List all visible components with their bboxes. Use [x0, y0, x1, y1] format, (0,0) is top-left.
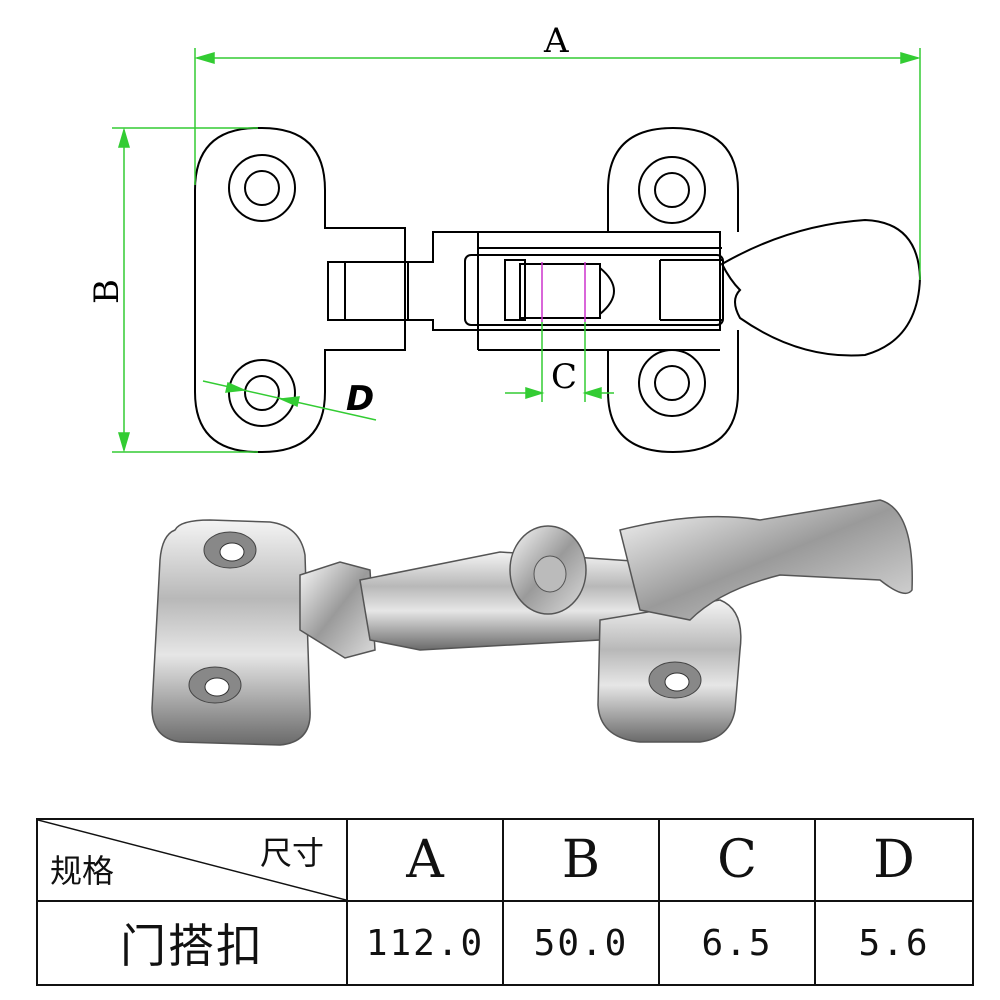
keeper-curve — [599, 267, 615, 315]
dimension-lines — [112, 48, 921, 453]
left-bottom-hole-outer — [228, 359, 296, 427]
left-bottom-hole-inner — [244, 375, 280, 411]
right-plate — [607, 126, 739, 454]
right-bottom-hole-outer — [638, 349, 706, 417]
table-corner-cell: 尺寸 规格 — [36, 818, 348, 902]
spec-table: 尺寸 规格 A B C D 门搭扣 112.0 50.0 6.5 5.6 — [36, 818, 974, 986]
right-top-hole-inner — [654, 172, 690, 208]
dim-label-d: D — [346, 379, 374, 419]
left-top-hole-outer — [228, 154, 296, 222]
slot-marks — [541, 262, 586, 322]
keeper-slot-outer — [464, 254, 724, 326]
value-d: 5.6 — [814, 900, 974, 986]
latch-arm — [405, 231, 721, 331]
value-b: 50.0 — [502, 900, 660, 986]
right-top-hole-outer — [638, 156, 706, 224]
table-header-row: 尺寸 规格 A B C D — [36, 818, 974, 902]
right-bottom-hole-inner — [654, 365, 690, 401]
keeper-frame — [477, 232, 722, 351]
dim-label-a: A — [543, 21, 569, 61]
value-a: 112.0 — [346, 900, 504, 986]
header-c: C — [658, 818, 816, 902]
dimension-labels: A B C D — [87, 21, 577, 419]
product-photo — [151, 499, 913, 746]
header-d: D — [814, 818, 974, 902]
corner-label-size: 尺寸 — [259, 834, 324, 872]
keeper-slot-box — [519, 263, 601, 319]
technical-drawing: A B C D — [87, 21, 922, 454]
photo-hinge — [299, 561, 376, 659]
row-name: 门搭扣 — [36, 900, 348, 986]
keeper-slot-inner — [504, 259, 526, 321]
header-b: B — [502, 818, 660, 902]
photo-lever — [619, 499, 913, 621]
header-a: A — [346, 818, 504, 902]
latch-outline — [194, 126, 922, 454]
table-row: 门搭扣 112.0 50.0 6.5 5.6 — [36, 900, 974, 986]
left-plate — [194, 127, 406, 453]
corner-label-spec: 规格 — [50, 852, 115, 890]
dim-label-b: B — [87, 279, 127, 304]
hinge-knuckle — [327, 261, 409, 321]
hook-lever — [720, 218, 922, 357]
dim-label-c: C — [551, 357, 577, 397]
left-top-hole-inner — [244, 170, 280, 206]
value-c: 6.5 — [658, 900, 816, 986]
